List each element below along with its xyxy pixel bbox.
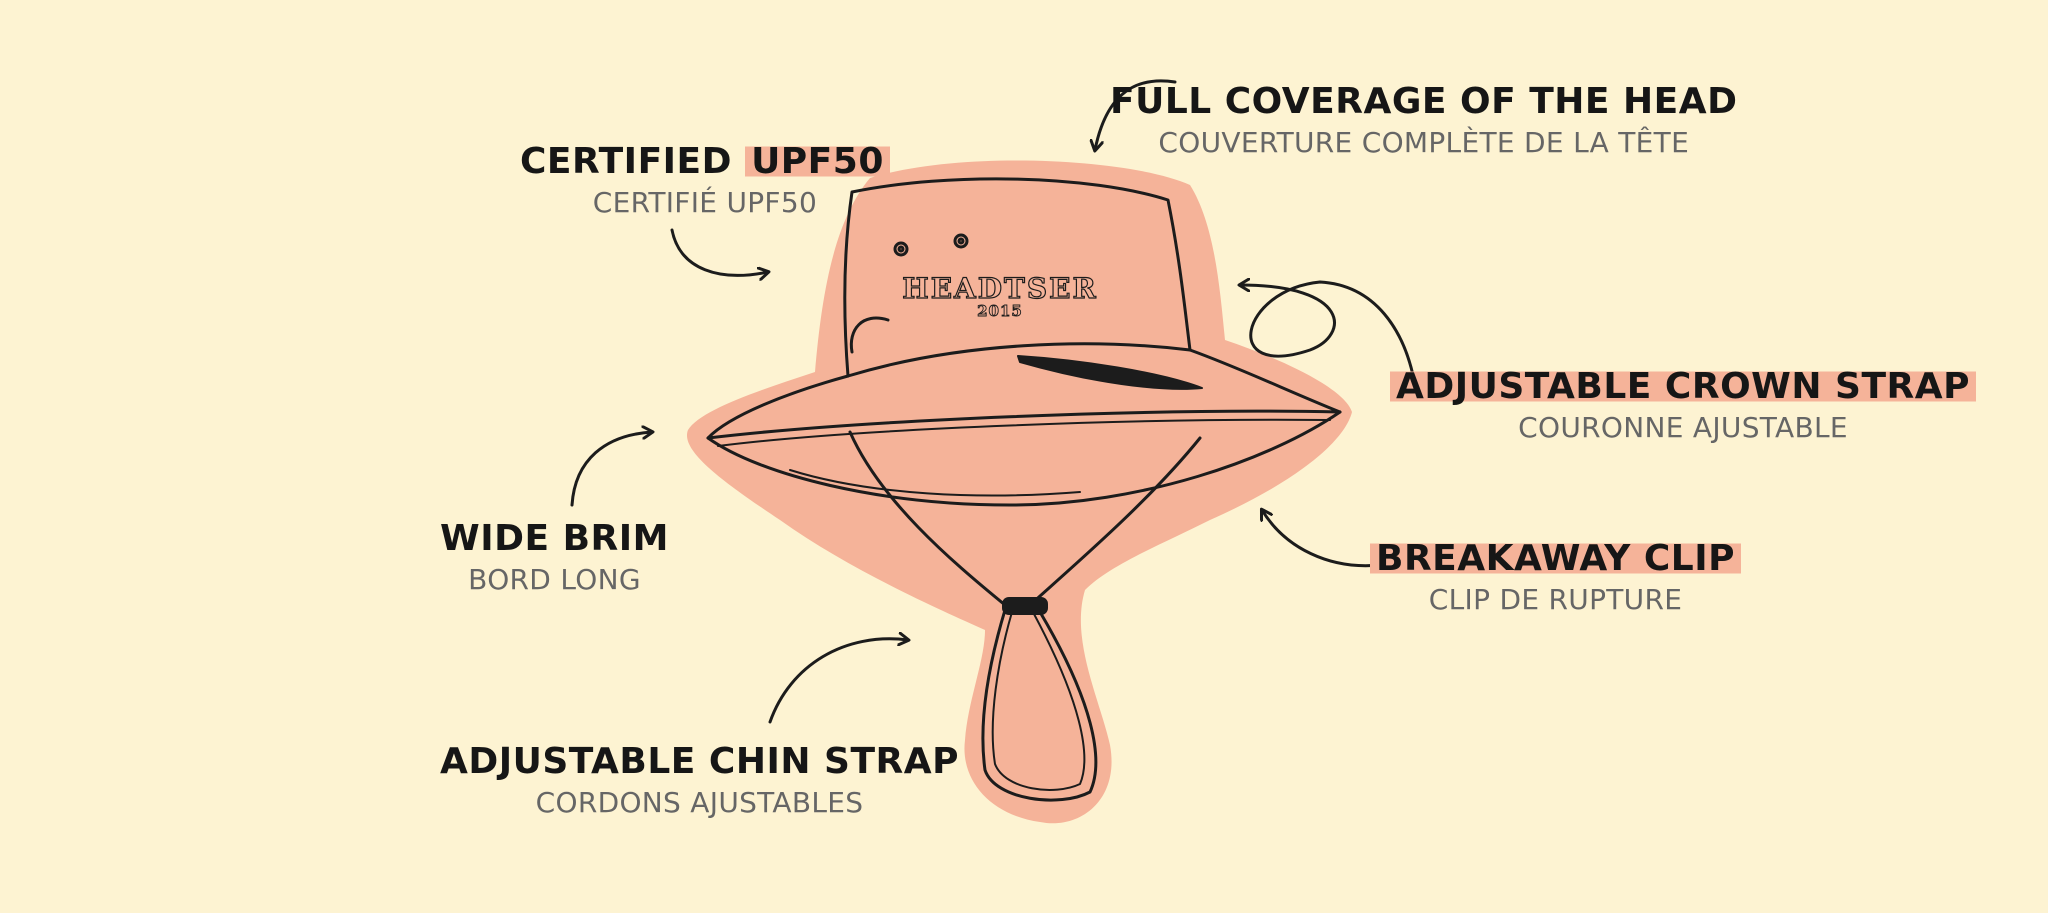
- breakaway-clip-icon: [1002, 597, 1048, 615]
- callout-breakaway-clip-subtitle: CLIP DE RUPTURE: [1428, 583, 1683, 616]
- hat-backdrop-blob: [686, 160, 1352, 824]
- vent-eyelet-1: [893, 241, 909, 257]
- callout-certified: CERTIFIED UPF50 CERTIFIÉ UPF50: [520, 140, 890, 222]
- hat-brim-top: [706, 348, 1342, 440]
- arrow-certified: [670, 228, 768, 275]
- callout-breakaway-clip-highlight: BREAKAWAY CLIP: [1370, 538, 1742, 579]
- side-hook: [849, 316, 890, 354]
- callout-full-coverage: FULL COVERAGE OF THE HEAD COUVERTURE COM…: [1110, 80, 1738, 162]
- crown-strap: [1017, 355, 1203, 390]
- arrow-breakaway-clip: [1262, 510, 1382, 568]
- callout-wide-brim-title: WIDE BRIM: [440, 518, 669, 559]
- hat-crown-band: [846, 342, 1192, 378]
- chin-strap-loop: [981, 608, 1098, 802]
- callout-crown-strap-subtitle: COURONNE AJUSTABLE: [1518, 411, 1848, 444]
- arrow-chin-strap: [768, 639, 908, 724]
- hat-brand-text: HEADTSER: [902, 272, 1097, 305]
- hat-brand-year: 2015: [977, 302, 1023, 320]
- chin-strap-right: [1028, 436, 1202, 607]
- callout-full-coverage-title: FULL COVERAGE OF THE HEAD: [1110, 81, 1738, 122]
- hat-brim-inner: [789, 469, 1081, 497]
- arrow-crown-strap: [1240, 282, 1417, 387]
- callout-breakaway-clip-title: BREAKAWAY CLIP: [1370, 537, 1742, 581]
- vent-eyelet-2: [953, 233, 969, 249]
- hat-crown-outline: [843, 177, 1192, 378]
- callout-crown-strap-highlight: ADJUSTABLE CROWN STRAP: [1390, 366, 1976, 407]
- callout-wide-brim: WIDE BRIM BORD LONG: [440, 517, 669, 599]
- callout-chin-strap-title: ADJUSTABLE CHIN STRAP: [440, 741, 959, 782]
- callout-full-coverage-subtitle: COUVERTURE COMPLÈTE DE LA TÊTE: [1158, 126, 1690, 159]
- callout-chin-strap-subtitle: CORDONS AJUSTABLES: [535, 786, 864, 819]
- callout-breakaway-clip: BREAKAWAY CLIP CLIP DE RUPTURE: [1370, 537, 1742, 619]
- chin-strap-left: [848, 430, 1007, 607]
- callout-crown-strap: ADJUSTABLE CROWN STRAP COURONNE AJUSTABL…: [1390, 365, 1976, 447]
- callout-certified-title: CERTIFIED UPF50: [520, 140, 890, 184]
- hat-brim-stitch: [717, 418, 1331, 447]
- hat-brim-bottom: [706, 410, 1342, 507]
- callout-crown-strap-title: ADJUSTABLE CROWN STRAP: [1390, 365, 1976, 409]
- callout-wide-brim-subtitle: BORD LONG: [468, 563, 641, 596]
- arrow-wide-brim: [570, 432, 652, 507]
- callout-certified-highlight: UPF50: [745, 141, 890, 182]
- callout-certified-prefix: CERTIFIED: [520, 141, 746, 182]
- callout-chin-strap: ADJUSTABLE CHIN STRAP CORDONS AJUSTABLES: [440, 740, 959, 822]
- callout-certified-subtitle: CERTIFIÉ UPF50: [592, 186, 818, 219]
- arrow-full-coverage: [1095, 79, 1177, 150]
